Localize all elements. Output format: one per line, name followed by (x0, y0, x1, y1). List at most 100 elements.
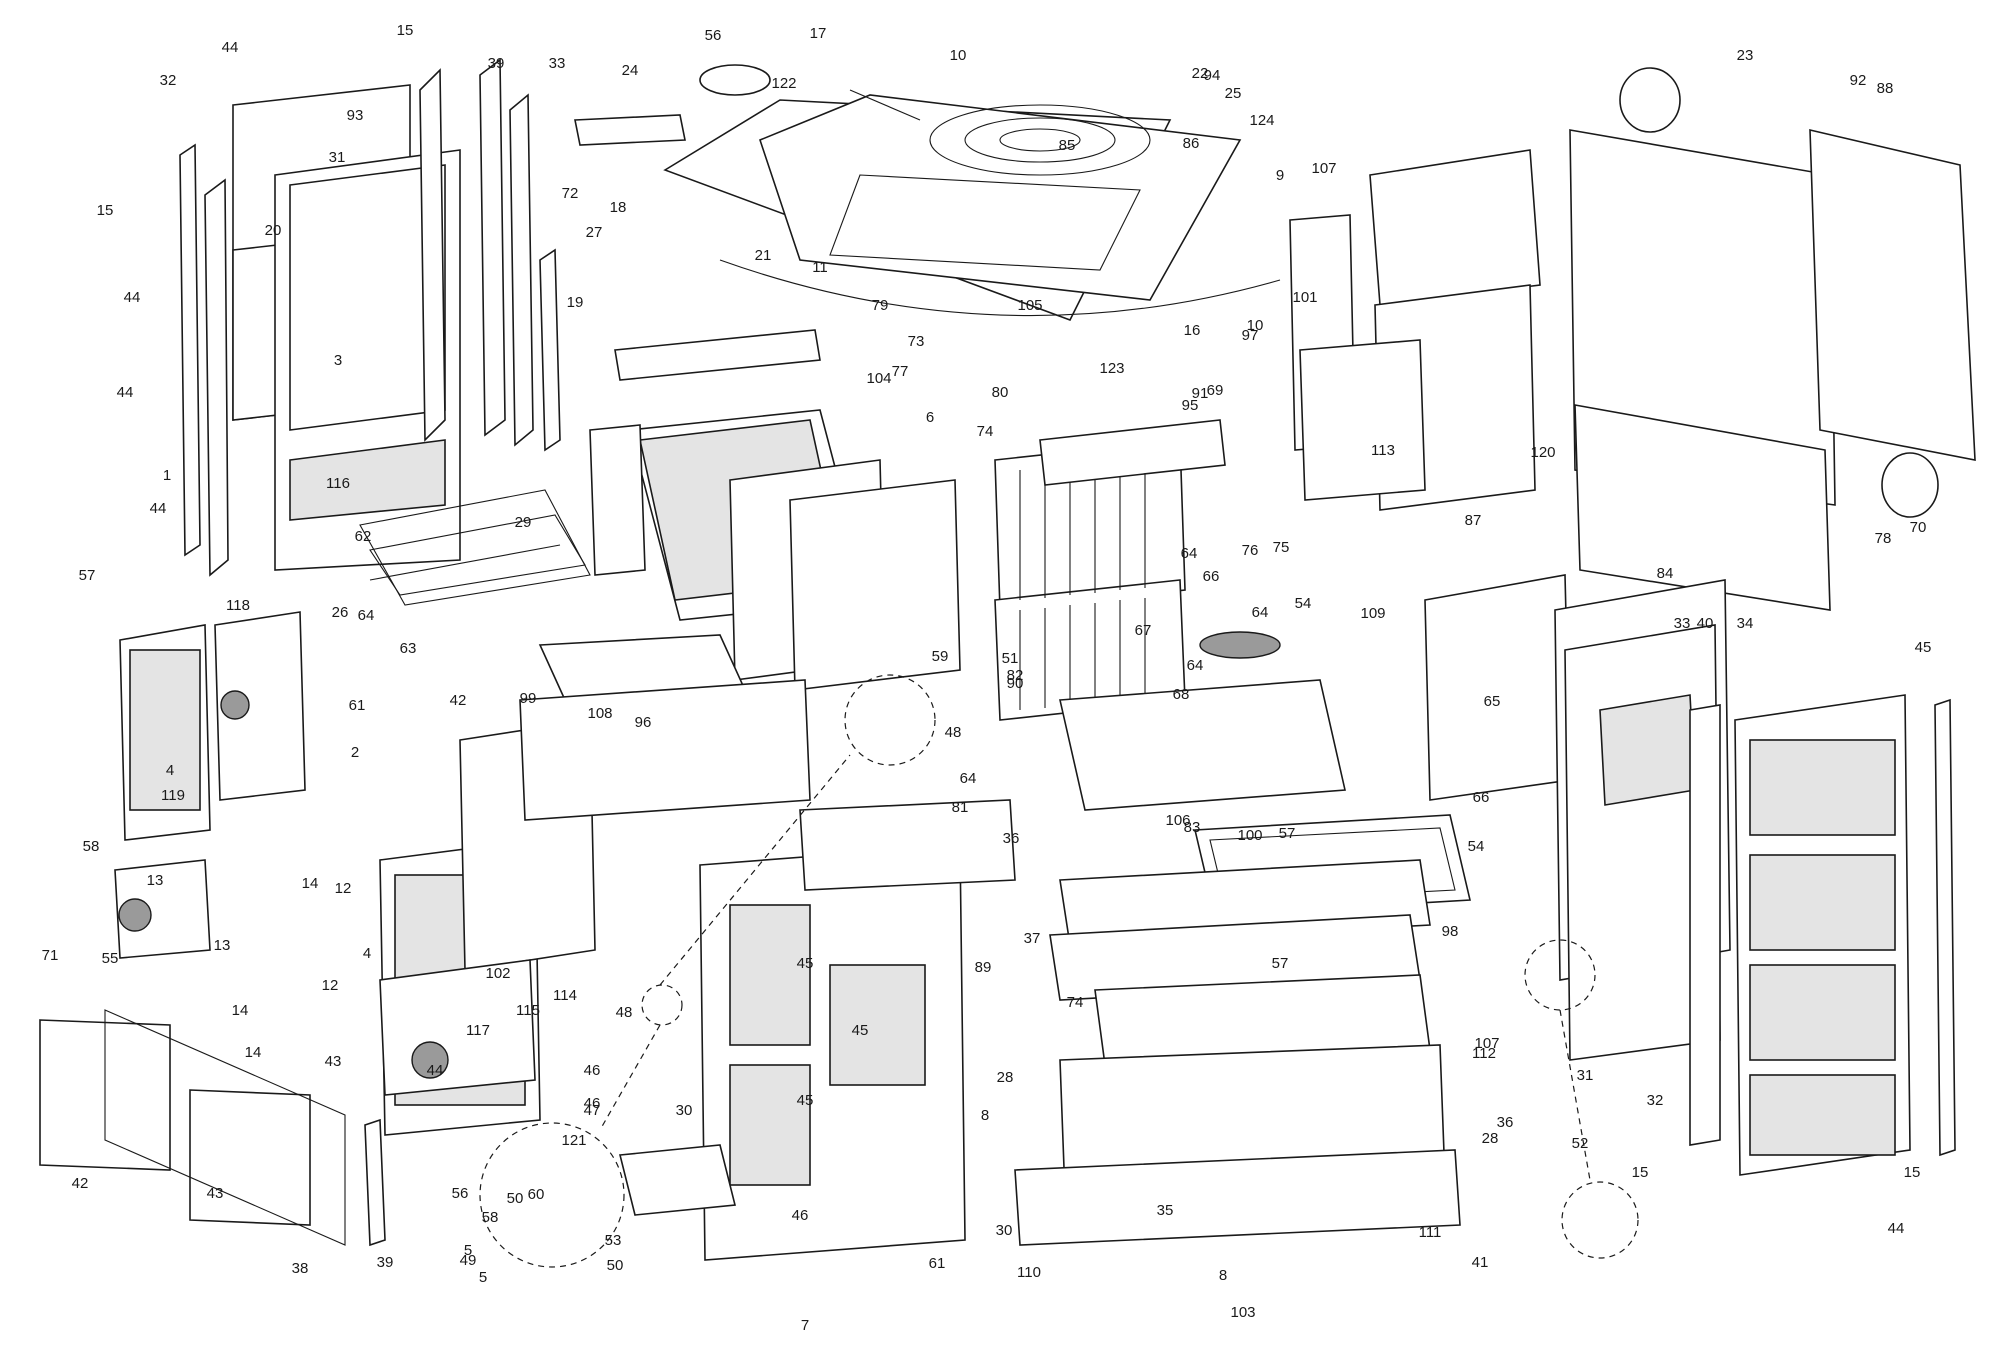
callout-5: 5 (479, 1269, 487, 1286)
callout-102: 102 (485, 965, 510, 982)
firebox-assembly (519, 329, 961, 821)
callout-73: 73 (908, 333, 925, 350)
callout-8: 8 (1219, 1267, 1227, 1284)
callout-21: 21 (755, 247, 772, 264)
callout-45: 45 (797, 1092, 814, 1109)
callout-2: 2 (351, 744, 359, 761)
callout-15: 15 (97, 202, 114, 219)
callout-68: 68 (1173, 686, 1190, 703)
callout-24: 24 (622, 62, 639, 79)
callout-14: 14 (232, 1002, 249, 1019)
callout-14: 14 (245, 1044, 262, 1061)
callout-107: 107 (1474, 1035, 1499, 1052)
callout-117: 117 (466, 1022, 490, 1039)
callout-58: 58 (482, 1209, 499, 1226)
callout-86: 86 (1183, 135, 1200, 152)
callout-64: 64 (1187, 657, 1204, 674)
callout-65: 65 (1484, 693, 1501, 710)
callout-96: 96 (635, 714, 652, 731)
callout-49: 49 (460, 1252, 477, 1269)
callout-67: 67 (1135, 622, 1152, 639)
callout-64: 64 (960, 770, 977, 787)
grate-assembly (994, 419, 1346, 811)
callout-124: 124 (1249, 112, 1274, 129)
callout-71: 71 (42, 947, 59, 964)
callout-122: 122 (771, 75, 796, 92)
callout-12: 12 (322, 977, 339, 994)
callout-58: 58 (83, 838, 100, 855)
callout-57: 57 (1272, 955, 1289, 972)
callout-57: 57 (1279, 825, 1296, 842)
callout-39: 39 (488, 55, 505, 72)
callout-63: 63 (400, 640, 417, 657)
callout-36: 36 (1003, 830, 1020, 847)
callout-61: 61 (929, 1255, 946, 1272)
callout-54: 54 (1295, 595, 1312, 612)
callout-28: 28 (1482, 1130, 1499, 1147)
callout-15: 15 (1632, 1164, 1649, 1181)
callout-43: 43 (207, 1185, 224, 1202)
callout-56: 56 (705, 27, 722, 44)
callout-59: 59 (932, 648, 949, 665)
callout-66: 66 (1203, 568, 1220, 585)
callout-44: 44 (1888, 1220, 1905, 1237)
callout-8: 8 (981, 1107, 989, 1124)
callout-112: 112 (1472, 1045, 1496, 1062)
door-assembly-left (114, 611, 596, 1136)
callout-52: 52 (1572, 1135, 1589, 1152)
callout-13: 13 (147, 872, 164, 889)
callout-45: 45 (1915, 639, 1932, 656)
callout-83: 83 (1184, 819, 1201, 836)
callout-115: 115 (516, 1002, 540, 1019)
callout-23: 23 (1737, 47, 1754, 64)
callout-47: 47 (584, 1102, 601, 1119)
callout-84: 84 (1657, 565, 1674, 582)
callout-19: 19 (567, 294, 584, 311)
callout-4: 4 (166, 762, 174, 779)
callout-43: 43 (325, 1053, 342, 1070)
callout-95: 95 (1182, 397, 1199, 414)
callout-88: 88 (1877, 80, 1894, 97)
callout-99: 99 (520, 690, 537, 707)
detail-circle-hinge (479, 1122, 625, 1268)
cooktop-assembly (574, 64, 1281, 321)
callout-60: 60 (528, 1186, 545, 1203)
callout-64: 64 (358, 607, 375, 624)
callout-120: 120 (1530, 444, 1555, 461)
callout-70: 70 (1910, 519, 1927, 536)
callout-104: 104 (866, 370, 891, 387)
callout-100: 100 (1237, 827, 1262, 844)
callout-61: 61 (349, 697, 366, 714)
callout-94: 94 (1204, 67, 1221, 84)
callout-62: 62 (355, 528, 372, 545)
callout-45: 45 (797, 955, 814, 972)
callout-44: 44 (222, 39, 239, 56)
callout-74: 74 (977, 423, 994, 440)
rear-panel-assembly (1289, 67, 1976, 611)
callout-103: 103 (1230, 1304, 1255, 1321)
callout-30: 30 (676, 1102, 693, 1119)
callout-92: 92 (1850, 72, 1867, 89)
callout-106: 106 (1165, 812, 1190, 829)
detail-circle-top (844, 674, 936, 766)
callout-45: 45 (852, 1022, 869, 1039)
callout-44: 44 (124, 289, 141, 306)
detail-circle-small (641, 984, 683, 1026)
callout-39: 39 (377, 1254, 394, 1271)
callout-36: 36 (1497, 1114, 1514, 1131)
callout-105: 105 (1017, 297, 1042, 314)
callout-26: 26 (332, 604, 349, 621)
oven-door-right (1424, 574, 1956, 1176)
front-frame (618, 799, 1016, 1261)
callout-31: 31 (1577, 1067, 1594, 1084)
callout-89: 89 (975, 959, 992, 976)
callout-116: 116 (326, 475, 350, 492)
callout-72: 72 (562, 185, 579, 202)
callout-46: 46 (584, 1062, 601, 1079)
callout-28: 28 (997, 1069, 1014, 1086)
callout-74: 74 (1067, 994, 1084, 1011)
callout-38: 38 (292, 1260, 309, 1277)
callout-85: 85 (1059, 137, 1076, 154)
